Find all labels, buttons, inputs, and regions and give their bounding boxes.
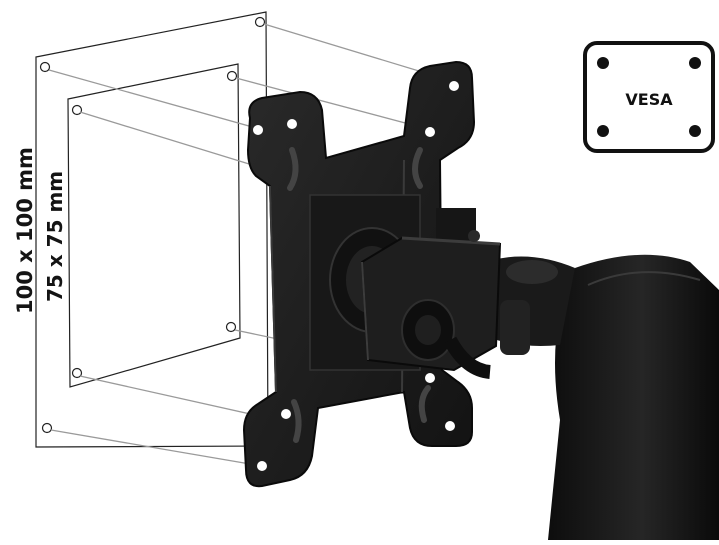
inner-hole-top-right [226, 70, 238, 82]
inner-pattern-label: 75 x 75 mm [43, 170, 67, 302]
vesa-standard-icon: VESA [583, 41, 715, 153]
plate-hole [281, 409, 291, 419]
vesa-dot-icon [597, 57, 609, 69]
inner-hole-bottom-left [71, 367, 83, 379]
vesa-dot-icon [597, 125, 609, 137]
vesa-dot-icon [689, 125, 701, 137]
inner-pattern-sheet [67, 63, 241, 388]
plate-hole [445, 421, 455, 431]
outer-hole-bottom-left [41, 422, 53, 434]
plate-hole [253, 125, 263, 135]
plate-hole [287, 119, 297, 129]
outer-hole-top-right [254, 16, 266, 28]
inner-hole-bottom-right [225, 321, 237, 333]
plate-hole [257, 461, 267, 471]
vesa-dot-icon [689, 57, 701, 69]
inner-hole-top-left [71, 104, 83, 116]
plate-hole [425, 373, 435, 383]
monitor-arm [470, 254, 719, 540]
plate-hole [449, 81, 459, 91]
outer-hole-top-left [39, 61, 51, 73]
outer-pattern-label: 100 x 100 mm [13, 147, 37, 314]
vesa-badge-label: VESA [625, 90, 673, 109]
plate-hole [425, 127, 435, 137]
tilt-joint [329, 208, 502, 379]
